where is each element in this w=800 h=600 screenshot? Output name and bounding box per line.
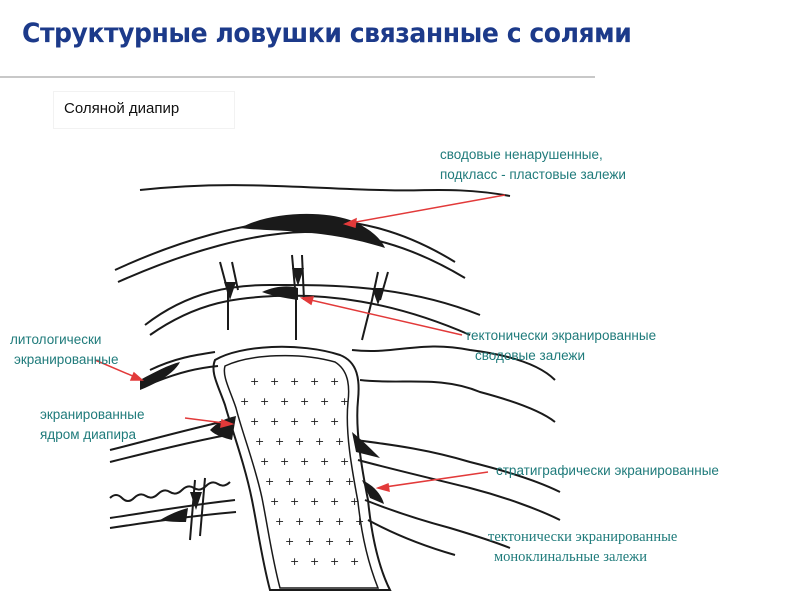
svg-text:+: + — [335, 435, 344, 448]
svg-text:+: + — [310, 375, 319, 388]
fault-3 — [362, 272, 378, 340]
svg-text:+: + — [290, 555, 299, 568]
svg-text:+: + — [290, 375, 299, 388]
svg-text:+: + — [345, 535, 354, 548]
deposit-stratigraphic — [352, 432, 380, 458]
arrow-arch-undisturbed — [345, 195, 505, 224]
svg-text:+: + — [340, 395, 349, 408]
deposit-tectonic-arch — [262, 286, 298, 300]
svg-text:+: + — [270, 375, 279, 388]
label-tectonic-monocline-line2: моноклинальные залежи — [488, 547, 677, 567]
stratum-top — [140, 185, 510, 196]
svg-text:+: + — [310, 495, 319, 508]
svg-text:+: + — [300, 455, 309, 468]
svg-text:+: + — [320, 395, 329, 408]
svg-text:+: + — [330, 415, 339, 428]
label-core-screened-line2: ядром диапира — [40, 425, 144, 445]
arrow-tectonic-arch — [302, 298, 462, 335]
fault-2b — [302, 255, 304, 300]
label-arch-undisturbed: сводовые ненарушенные, подкласс - пласто… — [440, 145, 626, 185]
svg-text:+: + — [275, 435, 284, 448]
svg-text:+: + — [310, 555, 319, 568]
svg-text:+: + — [325, 475, 334, 488]
svg-text:+: + — [310, 415, 319, 428]
svg-text:+: + — [305, 475, 314, 488]
label-arch-undisturbed-line1: сводовые ненарушенные, — [440, 145, 626, 165]
svg-text:+: + — [315, 435, 324, 448]
label-tectonic-monocline-line1: тектонически экранированные — [488, 527, 677, 547]
fault-1 — [220, 262, 228, 330]
label-tectonic-arch-line2: сводовые залежи — [465, 346, 656, 366]
svg-text:+: + — [340, 455, 349, 468]
svg-text:+: + — [290, 495, 299, 508]
svg-text:+: + — [240, 395, 249, 408]
svg-text:+: + — [285, 475, 294, 488]
svg-text:+: + — [320, 455, 329, 468]
label-core-screened: экранированные ядром диапира — [40, 405, 144, 445]
arrow-stratigraphic — [378, 472, 488, 488]
svg-text:+: + — [285, 535, 294, 548]
svg-text:+: + — [345, 475, 354, 488]
stratum-wavy — [110, 482, 230, 501]
badge-label: Соляной диапир — [64, 100, 179, 117]
label-lithologic-line1: литологически — [10, 330, 118, 350]
label-lithologic-line2: экранированные — [10, 350, 118, 370]
svg-text:+: + — [330, 555, 339, 568]
svg-text:+: + — [270, 495, 279, 508]
fault-arrow-1 — [224, 282, 236, 300]
svg-text:+: + — [330, 495, 339, 508]
diapir-body — [224, 356, 378, 588]
fault-4 — [190, 480, 195, 540]
label-stratigraphic-line1: стратиграфически экранированные — [496, 461, 719, 481]
stratum-9 — [360, 380, 555, 422]
svg-text:+: + — [325, 535, 334, 548]
svg-text:+: + — [305, 535, 314, 548]
svg-text:+: + — [330, 375, 339, 388]
svg-text:+: + — [255, 435, 264, 448]
svg-text:+: + — [350, 495, 359, 508]
label-tectonic-monocline: тектонически экранированные моноклинальн… — [488, 527, 677, 567]
svg-text:+: + — [260, 395, 269, 408]
svg-text:+: + — [280, 455, 289, 468]
svg-text:+: + — [295, 515, 304, 528]
fault-arrow-3 — [372, 288, 384, 305]
svg-text:+: + — [275, 515, 284, 528]
svg-text:+: + — [260, 455, 269, 468]
label-lithologic: литологически экранированные — [10, 330, 118, 370]
svg-text:+: + — [250, 375, 259, 388]
label-core-screened-line1: экранированные — [40, 405, 144, 425]
label-arch-undisturbed-line2: подкласс - пластовые залежи — [440, 165, 626, 185]
label-tectonic-arch: тектонически экранированные сводовые зал… — [465, 326, 656, 366]
svg-text:+: + — [355, 515, 364, 528]
diagram-badge: Соляной диапир — [54, 92, 234, 128]
label-stratigraphic: стратиграфически экранированные — [496, 461, 719, 481]
svg-text:+: + — [250, 415, 259, 428]
label-tectonic-arch-line1: тектонически экранированные — [465, 326, 656, 346]
svg-text:+: + — [295, 435, 304, 448]
svg-text:+: + — [315, 515, 324, 528]
fault-4b — [200, 478, 205, 536]
svg-text:+: + — [335, 515, 344, 528]
svg-text:+: + — [350, 555, 359, 568]
svg-text:+: + — [265, 475, 274, 488]
svg-text:+: + — [280, 395, 289, 408]
svg-text:+: + — [270, 415, 279, 428]
svg-text:+: + — [300, 395, 309, 408]
deposit-arch-undisturbed — [240, 214, 385, 248]
svg-text:+: + — [290, 415, 299, 428]
